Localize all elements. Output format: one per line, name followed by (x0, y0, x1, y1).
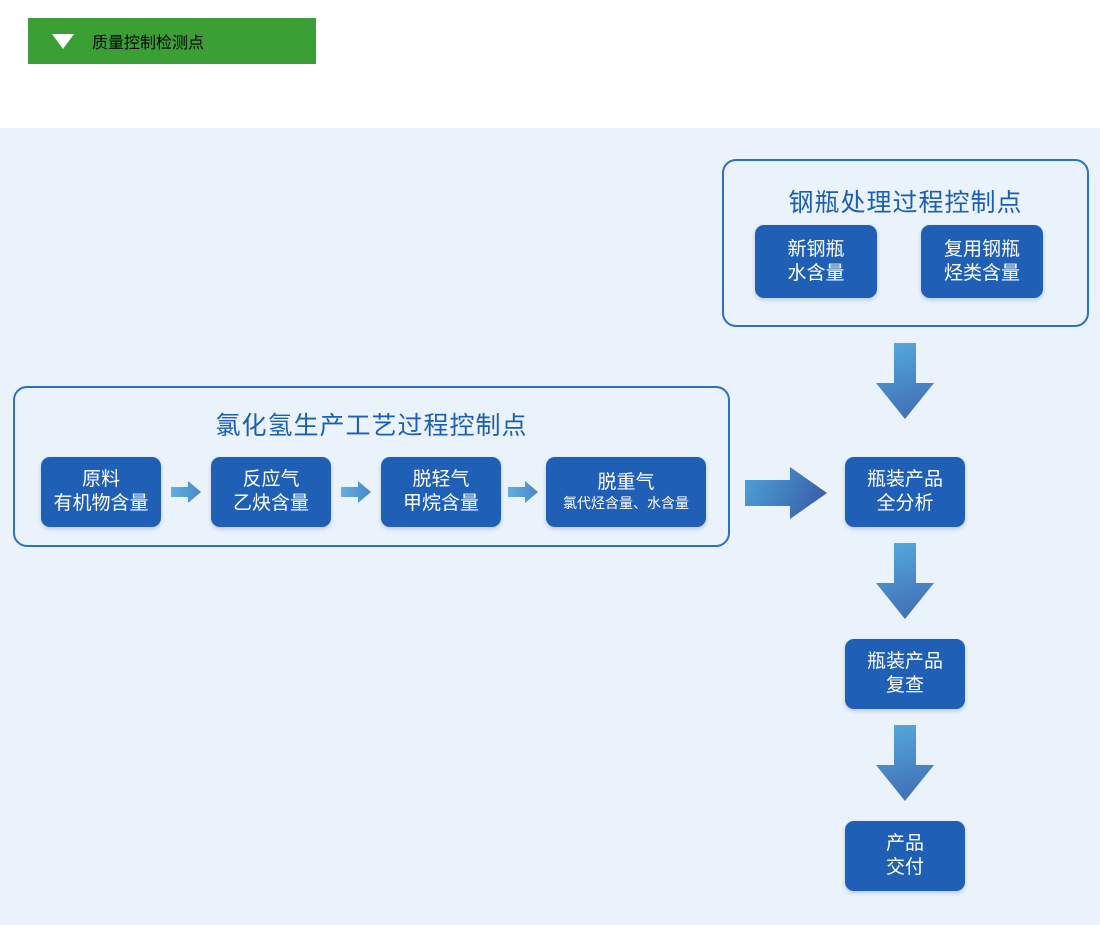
node-label-line2: 乙炔含量 (232, 493, 309, 514)
node-label-line2: 甲烷含量 (402, 493, 479, 514)
arrow-right-icon (171, 481, 201, 503)
panel-cylinder-title: 钢瓶处理过程控制点 (788, 189, 1023, 217)
node-label-line2: 氯代烃含量、水含量 (563, 495, 689, 512)
node-raw-material[interactable]: 原料 有机物含量 (41, 457, 161, 527)
node-product-delivery[interactable]: 产品 交付 (845, 821, 965, 891)
page-title: 质量控制检测点 (92, 35, 205, 52)
node-reaction-gas[interactable]: 反应气 乙炔含量 (211, 457, 331, 527)
panel-hcl-production-process: 氯化氢生产工艺过程控制点 (13, 386, 730, 547)
arrow-down-icon (876, 725, 934, 801)
panel-process-title: 氯化氢生产工艺过程控制点 (215, 412, 528, 440)
node-label-line1: 瓶装产品 (866, 651, 943, 673)
node-label-line1: 瓶装产品 (866, 469, 943, 491)
node-label-line2: 交付 (885, 857, 924, 878)
node-label-line1: 新钢瓶 (787, 238, 845, 260)
node-bottled-product-recheck[interactable]: 瓶装产品 复查 (845, 639, 965, 709)
section-badge: 质量控制检测点 (28, 18, 316, 64)
node-label-line2: 有机物含量 (53, 493, 149, 514)
panel-cylinder-process: 钢瓶处理过程控制点 (722, 159, 1089, 327)
arrow-right-icon (341, 481, 371, 503)
node-label-line1: 原料 (81, 469, 120, 491)
node-label-line1: 复用钢瓶 (943, 238, 1020, 260)
node-bottled-product-full-analysis[interactable]: 瓶装产品 全分析 (845, 457, 965, 527)
arrow-right-icon (508, 481, 538, 503)
header-band: 质量控制检测点 (0, 0, 1100, 128)
arrow-down-icon (876, 343, 934, 419)
node-label-line2: 水含量 (787, 262, 845, 284)
node-reuse-cylinder[interactable]: 复用钢瓶 烃类含量 (921, 225, 1043, 298)
node-label-line1: 产品 (885, 833, 924, 855)
node-light-gas-removal[interactable]: 脱轻气 甲烷含量 (381, 457, 501, 527)
arrow-right-icon (745, 467, 827, 519)
node-label-line1: 反应气 (242, 469, 300, 491)
triangle-down-icon (52, 33, 74, 49)
node-label-line2: 烃类含量 (943, 262, 1020, 284)
node-new-cylinder[interactable]: 新钢瓶 水含量 (755, 225, 877, 298)
diagram-canvas: 钢瓶处理过程控制点 新钢瓶 水含量 复用钢瓶 烃类含量 氯化氢生产工艺过程控制点… (0, 128, 1100, 925)
node-label-line2: 复查 (885, 675, 924, 696)
node-label-line1: 脱重气 (597, 472, 655, 494)
node-label-line2: 全分析 (876, 493, 934, 514)
node-label-line1: 脱轻气 (412, 469, 470, 491)
arrow-down-icon (876, 543, 934, 619)
node-heavy-gas-removal[interactable]: 脱重气 氯代烃含量、水含量 (546, 457, 706, 527)
